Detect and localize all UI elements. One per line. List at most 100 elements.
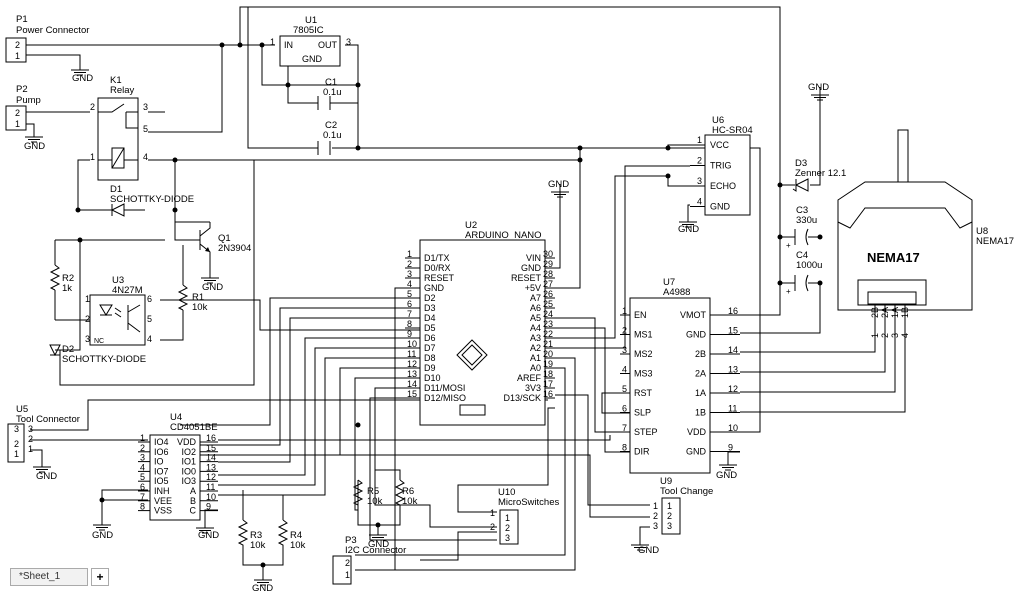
microswitches-u10[interactable]: U10 MicroSwitches 1 2 3 1 2 bbox=[490, 487, 559, 545]
zener-d3[interactable]: D3 Zenner 12.1 bbox=[792, 158, 846, 192]
p2-name: Pump bbox=[16, 95, 41, 106]
gnd-label: GND bbox=[92, 530, 113, 541]
u8-pin-number: 2 bbox=[880, 333, 890, 338]
u2-pin-number: 1 bbox=[407, 249, 412, 259]
resistor-r2[interactable]: R2 1k bbox=[49, 264, 74, 294]
u2-pin-number: 20 bbox=[543, 349, 553, 359]
sheet-tab[interactable]: *Sheet_1 bbox=[10, 568, 88, 586]
u7-pin-number: 4 bbox=[622, 365, 627, 375]
u1-gnd: GND bbox=[302, 54, 323, 64]
p1-pin: 2 bbox=[15, 40, 20, 50]
u10-ref: U10 bbox=[498, 487, 515, 498]
u4-pin-number: 10 bbox=[206, 492, 216, 502]
u9-pin: 3 bbox=[667, 521, 672, 531]
u3-pin: 5 bbox=[147, 314, 152, 324]
u2-pin-number: 11 bbox=[407, 349, 416, 359]
u2-pin-name: D3 bbox=[424, 303, 436, 313]
u2-pin-name: D1/TX bbox=[424, 253, 450, 263]
resistor-r6[interactable]: R6 10k bbox=[394, 479, 418, 520]
u7-pin-name: 2A bbox=[695, 369, 706, 379]
u9-pin: 3 bbox=[653, 521, 658, 531]
u7-pin-number: 16 bbox=[728, 306, 738, 316]
svg-text:+: + bbox=[786, 241, 791, 250]
connector-p2[interactable]: P2 Pump 2 1 bbox=[5, 84, 41, 131]
relay-k1[interactable]: K1 Relay 2 3 5 1 4 bbox=[90, 75, 148, 181]
u7-pin-number: 3 bbox=[622, 345, 627, 355]
u2-pin-name: D4 bbox=[424, 313, 436, 323]
u2-pin-number: 17 bbox=[543, 379, 553, 389]
u1-pin: 1 bbox=[270, 37, 275, 47]
p1-name: Power Connector bbox=[16, 25, 89, 36]
r2-ref: R2 bbox=[62, 273, 74, 284]
u2-pin-number: 21 bbox=[543, 339, 553, 349]
u7-pin-name: VMOT bbox=[680, 310, 707, 320]
regulator-u1[interactable]: U1 7805IC 1 3 IN OUT GND bbox=[270, 15, 351, 85]
u2-pin-name: D5 bbox=[424, 323, 436, 333]
u4-pin-number: 14 bbox=[206, 453, 216, 463]
diode-d2[interactable]: D2 SCHOTTKY-DIODE bbox=[49, 344, 146, 365]
gnd-symbol: GND bbox=[678, 213, 699, 235]
capacitor-c2[interactable]: C2 0.1u bbox=[317, 120, 342, 155]
capacitor-c3[interactable]: C3 330u + bbox=[786, 205, 817, 250]
c2-value: 0.1u bbox=[323, 130, 342, 141]
gnd-label: GND bbox=[198, 530, 219, 541]
capacitor-c1[interactable]: C1 0.1u bbox=[317, 77, 342, 110]
resistor-r1[interactable]: R1 10k bbox=[177, 284, 208, 313]
p1-pin: 1 bbox=[15, 51, 20, 61]
add-sheet-button[interactable]: + bbox=[91, 568, 109, 586]
u4-pin-number: 16 bbox=[206, 433, 216, 443]
c4-ref: C4 bbox=[796, 250, 808, 261]
gnd-symbol: GND bbox=[548, 179, 570, 198]
u5-pin: 3 bbox=[28, 424, 33, 434]
u2-pin-number: 2 bbox=[407, 259, 412, 269]
u10-pin: 2 bbox=[505, 523, 510, 533]
u4-pin-name: VEE bbox=[154, 496, 172, 506]
u9-pin: 2 bbox=[667, 511, 672, 521]
optocoupler-u3[interactable]: U3 4N27M 1 2 3 6 5 4 NC bbox=[85, 275, 152, 346]
gnd-label: GND bbox=[548, 179, 569, 190]
resistor-r5[interactable]: R5 10k bbox=[352, 479, 383, 520]
transistor-q1[interactable]: Q1 2N3904 bbox=[175, 221, 251, 255]
capacitor-c4[interactable]: C4 1000u + bbox=[786, 250, 822, 296]
u3-nc: NC bbox=[94, 338, 104, 345]
connector-p3[interactable]: P3 I2C Connector 2 1 bbox=[332, 535, 406, 585]
sheet-bar: *Sheet_1 + bbox=[10, 568, 109, 586]
u7-pin-name: MS1 bbox=[634, 330, 653, 340]
resistor-r4[interactable]: R4 10k bbox=[277, 519, 306, 555]
connector-u9[interactable]: U9 Tool Change 1 2 3 1 2 3 bbox=[653, 476, 713, 535]
u5-pin: 1 bbox=[14, 449, 19, 459]
r5-ref: R5 bbox=[367, 486, 379, 497]
k1-pin: 4 bbox=[143, 152, 148, 162]
u6-name: HC-SR04 bbox=[712, 125, 753, 136]
connector-p1[interactable]: P1 Power Connector 2 1 bbox=[5, 14, 89, 63]
u4-pin-name: C bbox=[190, 506, 197, 516]
k1-pin: 5 bbox=[143, 124, 148, 134]
u5-pin: 2 bbox=[14, 439, 19, 449]
connector-u5[interactable]: U5 Tool Connector 3 2 1 3 2 1 bbox=[7, 404, 80, 463]
u4-pin-name: IO4 bbox=[154, 437, 169, 447]
u2-pin-number: 24 bbox=[543, 309, 553, 319]
u2-pin-number: 25 bbox=[543, 299, 553, 309]
r2-value: 1k bbox=[62, 283, 72, 294]
u2-pin-name: D7 bbox=[424, 343, 436, 353]
u2-pin-name: RESET bbox=[424, 273, 455, 283]
u2-pin-name: A2 bbox=[530, 343, 541, 353]
u6-pin-name: ECHO bbox=[710, 181, 736, 191]
u1-in: IN bbox=[284, 40, 293, 50]
diode-d1[interactable]: D1 SCHOTTKY-DIODE bbox=[110, 184, 194, 217]
resistor-r3[interactable]: R3 10k bbox=[237, 519, 266, 555]
c4-value: 1000u bbox=[796, 260, 822, 271]
u4-pin-name: IO7 bbox=[154, 466, 169, 476]
u7-pin-name: MS3 bbox=[634, 369, 653, 379]
junctions bbox=[75, 42, 823, 568]
u2-pin-number: 5 bbox=[407, 289, 412, 299]
u2-pin-name: RESET bbox=[511, 273, 542, 283]
u2-pin-number: 9 bbox=[407, 329, 412, 339]
k1-pin: 1 bbox=[90, 152, 95, 162]
